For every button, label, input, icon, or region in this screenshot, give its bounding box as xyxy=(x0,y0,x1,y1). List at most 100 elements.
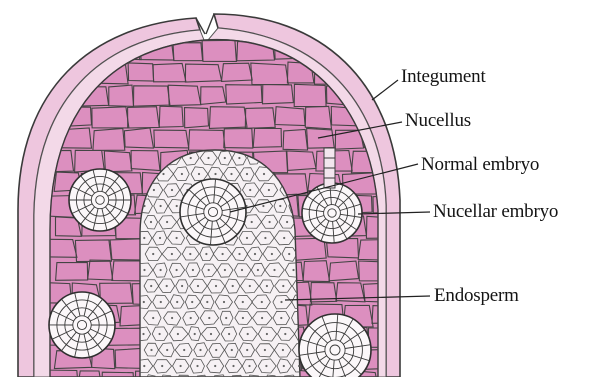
endosperm-nucleus xyxy=(171,253,173,255)
nucellus-cell xyxy=(341,41,365,60)
endosperm-nucleus xyxy=(271,253,273,255)
endosperm-nucleus xyxy=(143,301,145,303)
endosperm-nucleus xyxy=(176,269,178,271)
endosperm-nucleus xyxy=(251,221,253,223)
endosperm-nucleus xyxy=(160,205,162,207)
endosperm-nucleus xyxy=(210,333,212,335)
endosperm-nucleus xyxy=(263,173,265,175)
endosperm-nucleus xyxy=(143,237,145,239)
endosperm-nucleus xyxy=(238,253,240,255)
endosperm-nucleus xyxy=(249,285,251,287)
endosperm-nucleus xyxy=(166,285,168,287)
endosperm-nucleus xyxy=(196,365,198,367)
endosperm-nucleus xyxy=(192,269,194,271)
endosperm-nucleus xyxy=(246,173,248,175)
endosperm-label: Endosperm xyxy=(434,286,519,305)
endosperm-nucleus xyxy=(284,333,286,335)
endosperm-nucleus xyxy=(143,269,145,271)
embryo-core xyxy=(77,320,86,329)
endosperm-nucleus xyxy=(150,221,152,223)
endosperm-nucleus xyxy=(171,189,173,191)
endosperm-nucleus xyxy=(176,301,178,303)
endosperm-nucleus xyxy=(257,269,259,271)
endosperm-nucleus xyxy=(266,333,268,335)
endosperm-nucleus xyxy=(160,269,162,271)
nucellar-embryo xyxy=(302,183,362,243)
endosperm-nucleus xyxy=(230,173,232,175)
endosperm-nucleus xyxy=(224,269,226,271)
endosperm-nucleus xyxy=(264,349,266,351)
endosperm-nucleus xyxy=(190,317,192,319)
endosperm-nucleus xyxy=(150,285,152,287)
endosperm-nucleus xyxy=(190,157,192,159)
endosperm-nucleus xyxy=(150,349,152,351)
endosperm-nucleus xyxy=(142,333,144,335)
nucellus-cell xyxy=(378,62,403,85)
endosperm-nucleus xyxy=(181,285,183,287)
endosperm-nucleus xyxy=(264,237,266,239)
endosperm-nucleus xyxy=(143,365,145,367)
endosperm-nucleus xyxy=(194,333,196,335)
endosperm-nucleus xyxy=(280,301,282,303)
endosperm-nucleus xyxy=(241,269,243,271)
endosperm-nucleus xyxy=(183,349,185,351)
integument-label: Integument xyxy=(401,67,486,86)
endosperm-nucleus xyxy=(286,221,288,223)
nucellar-embryo xyxy=(69,169,131,231)
endosperm-nucleus xyxy=(246,237,248,239)
endosperm-nucleus xyxy=(162,173,164,175)
nucellar-embryo xyxy=(299,314,371,377)
endosperm-nucleus xyxy=(223,301,225,303)
embryo-core xyxy=(208,207,217,216)
endosperm-nucleus xyxy=(208,269,210,271)
endosperm-nucleus xyxy=(242,317,244,319)
endosperm-nucleus xyxy=(265,365,267,367)
endosperm-nucleus xyxy=(247,333,249,335)
endosperm-nucleus xyxy=(215,349,217,351)
endosperm-nucleus xyxy=(214,365,216,367)
endosperm-nucleus xyxy=(283,365,285,367)
endosperm-nucleus xyxy=(279,205,281,207)
nucellus-cell xyxy=(390,40,418,63)
endosperm-nucleus xyxy=(269,221,271,223)
endosperm-nucleus xyxy=(238,157,240,159)
leader-integument xyxy=(372,80,398,100)
endosperm-nucleus xyxy=(249,189,251,191)
endosperm-nucleus xyxy=(206,301,208,303)
endosperm-nucleus xyxy=(199,349,201,351)
suspensor xyxy=(324,148,335,188)
endosperm-nucleus xyxy=(273,269,275,271)
endosperm-nucleus xyxy=(152,317,154,319)
endosperm-nucleus xyxy=(282,285,284,287)
endosperm-nucleus xyxy=(262,205,264,207)
endosperm-nucleus xyxy=(268,189,270,191)
embryo-core xyxy=(96,196,105,205)
endosperm-nucleus xyxy=(191,301,193,303)
endosperm-nucleus xyxy=(161,365,163,367)
nucellus-cell xyxy=(365,41,391,62)
endosperm-nucleus xyxy=(189,253,191,255)
endosperm-nucleus xyxy=(261,317,263,319)
endosperm-nucleus xyxy=(248,365,250,367)
endosperm-nucleus xyxy=(242,301,244,303)
endosperm-nucleus xyxy=(143,205,145,207)
endosperm-nucleus xyxy=(215,285,217,287)
endosperm-nucleus xyxy=(159,333,161,335)
endosperm-nucleus xyxy=(280,317,282,319)
endosperm-nucleus xyxy=(180,365,182,367)
endosperm-nucleus xyxy=(159,237,161,239)
endosperm-nucleus xyxy=(222,253,224,255)
endosperm-nucleus xyxy=(225,317,227,319)
endosperm-nucleus xyxy=(246,349,248,351)
nucellus-cell xyxy=(54,41,85,62)
endosperm-nucleus xyxy=(282,349,284,351)
embryo-core xyxy=(328,209,336,217)
normal-embryo xyxy=(180,179,246,245)
endosperm-nucleus xyxy=(292,269,294,271)
endosperm-nucleus xyxy=(208,317,210,319)
nucellus-label: Nucellus xyxy=(405,111,471,130)
endosperm-nucleus xyxy=(254,253,256,255)
endosperm-nucleus xyxy=(261,301,263,303)
endosperm-nucleus xyxy=(205,253,207,255)
